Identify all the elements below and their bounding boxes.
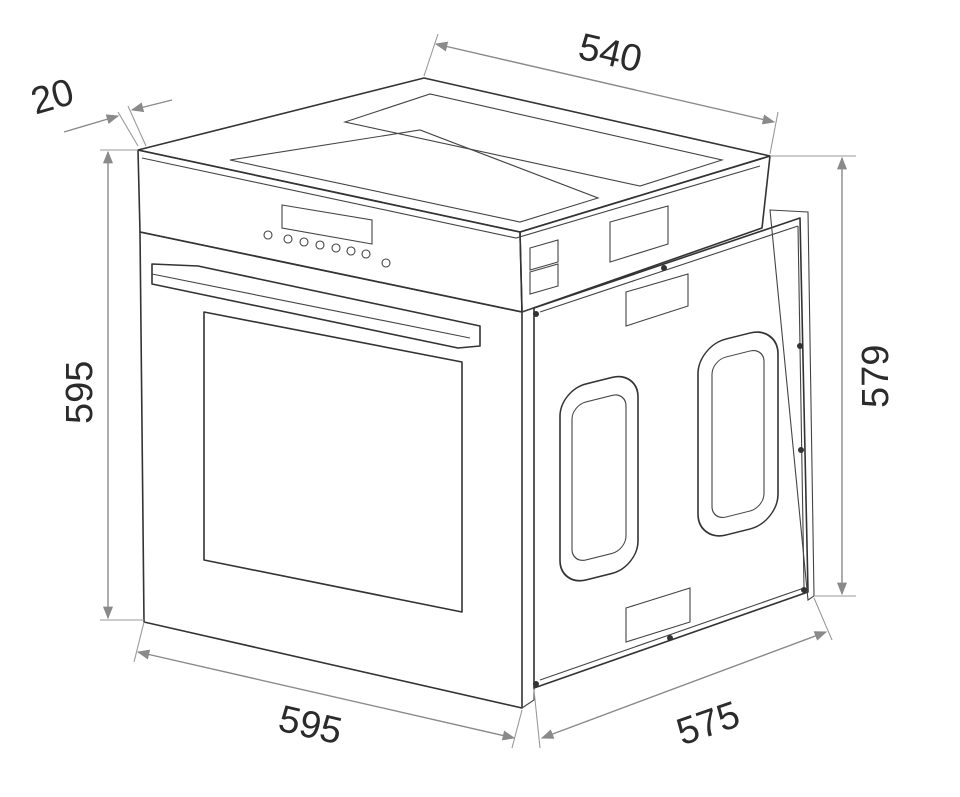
dimension-lines	[63, 33, 856, 749]
control-button	[346, 246, 356, 256]
dim-540-line	[434, 41, 776, 125]
side-emboss-right	[697, 331, 779, 537]
control-button	[381, 258, 391, 268]
control-button	[283, 234, 293, 244]
control-panel-rim	[141, 157, 761, 239]
control-panel-side	[519, 155, 771, 313]
oven-body	[137, 77, 815, 709]
display-window	[281, 204, 373, 245]
control-button	[361, 249, 371, 259]
door-window	[203, 311, 463, 613]
control-button	[299, 237, 309, 247]
oven-door	[139, 231, 523, 709]
dim-575-line	[540, 631, 828, 739]
label-frame-thickness: 20	[26, 71, 78, 123]
side-vents	[529, 205, 669, 295]
dim-595-width-line	[136, 649, 516, 741]
oven-side-body	[533, 217, 809, 689]
housing-top	[137, 77, 771, 233]
dim-20-arrow-a	[63, 114, 120, 133]
control-button	[263, 230, 273, 240]
screws	[533, 265, 807, 687]
dim-20-arrow-b	[130, 99, 173, 113]
side-tab-bottom	[625, 587, 691, 643]
label-height-body: 579	[855, 345, 897, 408]
label-depth-body: 575	[672, 694, 746, 754]
side-emboss-left	[559, 375, 639, 582]
control-buttons	[263, 230, 391, 268]
control-button	[331, 243, 341, 253]
label-height-front: 595	[59, 361, 101, 424]
top-plate-left	[229, 129, 600, 223]
control-button	[315, 240, 325, 250]
door-handle	[151, 263, 481, 349]
frame-edge	[521, 307, 535, 709]
top-plate-right	[342, 93, 725, 187]
control-panel-face	[137, 149, 523, 313]
label-top-depth: 540	[575, 26, 646, 81]
side-tab-top	[625, 273, 689, 327]
label-width-front: 595	[275, 698, 346, 753]
side-vent-slot	[609, 205, 669, 263]
